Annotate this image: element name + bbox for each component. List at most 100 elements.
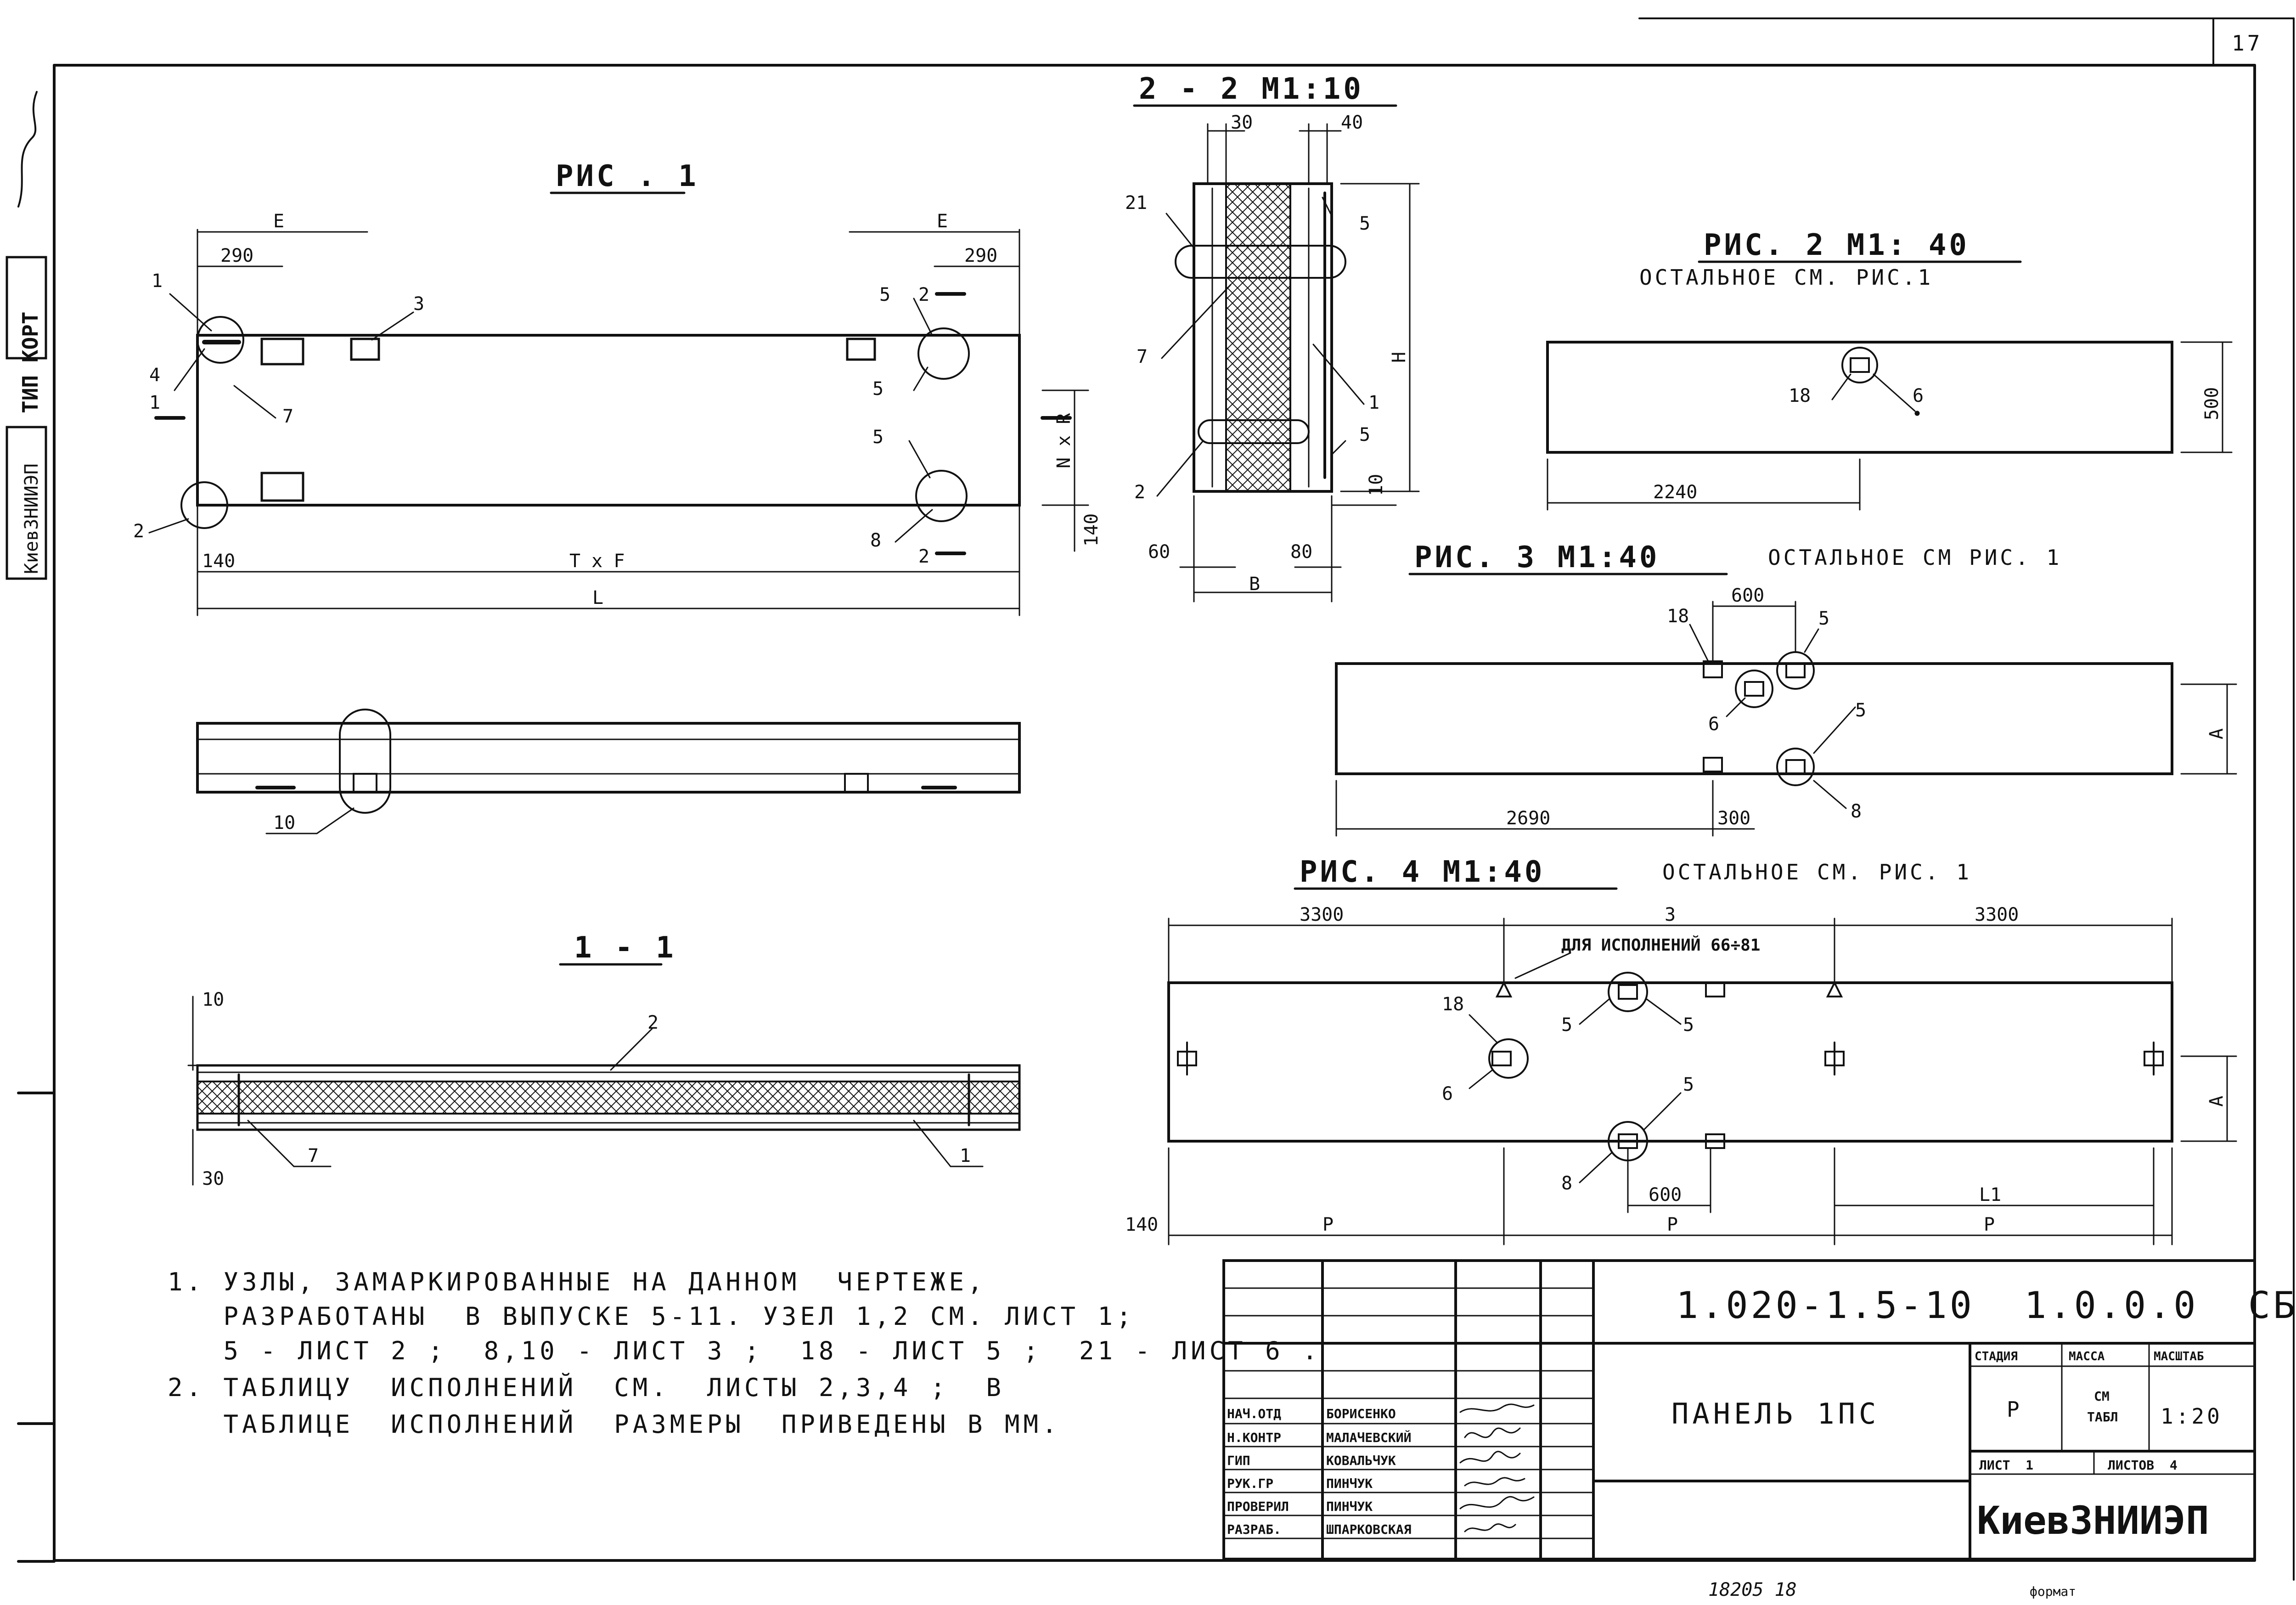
- bottom-mark-right: формат: [2030, 1584, 2076, 1599]
- figure-2-subtitle: ОСТАЛЬНОЕ СМ. РИС.1: [1639, 265, 1933, 290]
- figure-2: РИС. 2 М1: 40 ОСТАЛЬНОЕ СМ. РИС.1 500 22…: [1546, 228, 2233, 511]
- label-4: 4: [149, 365, 160, 386]
- section-2-2-dim-b: В: [1249, 574, 1260, 595]
- dim-nxr: N x R: [1053, 413, 1075, 468]
- figure-4-label-6: 6: [1442, 1083, 1453, 1104]
- figure-4-dim-l1: L1: [1979, 1184, 2001, 1205]
- label-1: 1: [152, 270, 163, 292]
- side-signature: [17, 91, 38, 208]
- section-1-1-dim-top: 10: [202, 989, 224, 1010]
- section-2-2-label-5b: 5: [1359, 424, 1370, 445]
- mass-value-2: ТАБЛ: [2087, 1409, 2118, 1425]
- label-10: 10: [273, 812, 295, 833]
- figure-3-label-5a: 5: [1818, 608, 1829, 629]
- section-mark-2-top: 2: [918, 284, 929, 305]
- figure-4-label-5a: 5: [1561, 1014, 1572, 1036]
- notes: 1. УЗЛЫ, ЗАМАРКИРОВАННЫЕ НА ДАННОМ ЧЕРТЕ…: [168, 1267, 1321, 1439]
- organization: КиевЗНИИЭП: [1977, 1498, 2209, 1543]
- doc-code: 1.020-1.5-10 1.0.0.0 СБ: [1676, 1284, 2296, 1327]
- figure-4-dim-3: 3: [1665, 904, 1676, 925]
- figure-3-dim-a: А: [2206, 728, 2227, 739]
- figure-4-dim-600: 600: [1649, 1184, 1682, 1205]
- note-line-5: ТАБЛИЦЕ ИСПОЛНЕНИЙ РАЗМЕРЫ ПРИВЕДЕНЫ В М…: [168, 1410, 1061, 1439]
- section-2-2-dim-80: 80: [1290, 541, 1312, 563]
- figure-4-note: ДЛЯ ИСПОЛНЕНИЙ 66÷81: [1561, 935, 1760, 955]
- section-2-2-dim-40: 40: [1341, 112, 1363, 133]
- figure-4-label-8: 8: [1561, 1173, 1572, 1194]
- figure-4-subtitle: ОСТАЛЬНОЕ СМ. РИС. 1: [1662, 860, 1972, 884]
- section-1-1-label-7: 7: [308, 1145, 319, 1166]
- figure-3-label-5b: 5: [1855, 700, 1866, 721]
- dim-txf: T x F: [569, 551, 625, 572]
- figure-2-title: РИС. 2 М1: 40: [1704, 228, 1970, 262]
- dim-e-right: Е: [937, 211, 948, 232]
- bottom-mark-left: 18205 18: [1708, 1579, 1797, 1600]
- sig-role-6: РАЗРАБ.: [1227, 1522, 1281, 1537]
- label-3: 3: [413, 293, 424, 315]
- label-2: 2: [133, 521, 144, 542]
- sig-role-1: НАЧ.ОТД: [1227, 1406, 1281, 1421]
- label-5a: 5: [879, 284, 890, 305]
- section-1-1-title: 1 - 1: [574, 931, 676, 965]
- dim-140-right: 140: [1081, 513, 1102, 546]
- scale-header: МАСШТАБ: [2154, 1350, 2204, 1363]
- figure-2-dim-500: 500: [2201, 387, 2223, 420]
- figure-4-dim-p3: Р: [1984, 1214, 1995, 1235]
- figure-4-label-5c: 5: [1683, 1074, 1694, 1095]
- side-stamp-type: ТИП КОРТ: [18, 311, 43, 413]
- sig-role-4: РУК.ГР: [1227, 1476, 1273, 1491]
- section-2-2-label-5a: 5: [1359, 213, 1370, 234]
- section-1-1-label-1: 1: [960, 1145, 971, 1166]
- section-1-1: 1 - 1 10 30 2 7 1: [187, 931, 1021, 1189]
- note-line-2: РАЗРАБОТАНЫ В ВЫПУСКЕ 5-11. УЗЕЛ 1,2 СМ.…: [168, 1302, 1135, 1331]
- figure-3: РИС. 3 М1:40 ОСТАЛЬНОЕ СМ РИС. 1 600 269…: [1335, 541, 2237, 837]
- dim-e-left: Е: [273, 211, 284, 232]
- scale-value: 1:20: [2161, 1404, 2223, 1429]
- mass-header: МАССА: [2069, 1350, 2105, 1363]
- side-stamp-org: КиевЗНИИЭП: [21, 463, 42, 574]
- note-line-4: 2. ТАБЛИЦУ ИСПОЛНЕНИЙ СМ. ЛИСТЫ 2,3,4 ; …: [168, 1373, 1005, 1402]
- figure-4-dim-a: А: [2206, 1096, 2227, 1107]
- section-2-2-label-1: 1: [1368, 392, 1379, 413]
- section-2-2-title: 2 - 2 М1:10: [1139, 72, 1364, 106]
- figure-1-title: РИС . 1: [556, 159, 699, 193]
- label-5c: 5: [872, 427, 884, 448]
- panel-plan: [196, 334, 1021, 507]
- figure-4-label-5b: 5: [1683, 1014, 1694, 1036]
- figure-4: РИС. 4 М1:40 ОСТАЛЬНОЕ СМ. РИС. 1: [1125, 855, 2237, 1245]
- section-1-1-label-2: 2: [647, 1012, 658, 1033]
- figure-3-label-18: 18: [1667, 606, 1689, 627]
- sig-name-1: БОРИСЕНКО: [1326, 1406, 1396, 1421]
- figure-4-dim-140: 140: [1125, 1214, 1158, 1235]
- title-block: 1.020-1.5-10 1.0.0.0 СБ ПАНЕЛЬ 1ПС СТАДИ…: [1222, 1259, 2296, 1560]
- figure-3-label-6: 6: [1708, 714, 1719, 735]
- section-2-2-label-21: 21: [1125, 192, 1147, 214]
- sig-name-5: ПИНЧУК: [1326, 1499, 1373, 1514]
- section-2-2: 2 - 2 М1:10 30 40 Н 10: [1125, 72, 1420, 603]
- note-line-3: 5 - ЛИСТ 2 ; 8,10 - ЛИСТ 3 ; 18 - ЛИСТ 5…: [168, 1336, 1321, 1365]
- sig-name-2: МАЛАЧЕВСКИЙ: [1326, 1430, 1411, 1445]
- figure-4-dim-p2: Р: [1667, 1214, 1678, 1235]
- figure-4-label-18: 18: [1442, 994, 1464, 1015]
- sheet-number: 17: [2232, 31, 2262, 56]
- figure-4-dim-3300a: 3300: [1300, 904, 1344, 925]
- figure-4-dim-p1: Р: [1322, 1214, 1334, 1235]
- section-2-2-dim-30: 30: [1231, 112, 1253, 133]
- sig-role-2: Н.КОНТР: [1227, 1430, 1281, 1445]
- figure-3-label-8: 8: [1851, 801, 1862, 822]
- section-mark-1: 1: [149, 392, 160, 413]
- section-2-2-label-7: 7: [1137, 346, 1148, 367]
- sig-name-6: ШПАРКОВСКАЯ: [1326, 1522, 1411, 1537]
- stage-value: Р: [2007, 1397, 2022, 1422]
- figure-3-title: РИС. 3 М1:40: [1414, 541, 1660, 574]
- section-1-1-dim-bottom: 30: [202, 1168, 224, 1189]
- section-2-2-dim-h: Н: [1389, 352, 1410, 363]
- figure-3-subtitle: ОСТАЛЬНОЕ СМ РИС. 1: [1768, 545, 2062, 570]
- label-5b: 5: [872, 378, 884, 400]
- sig-name-4: ПИНЧУК: [1326, 1476, 1373, 1491]
- section-2-2-dim-10: 10: [1366, 474, 1387, 496]
- figure-3-dim-600: 600: [1731, 585, 1764, 606]
- sheets-label: ЛИСТОВ 4: [2108, 1458, 2178, 1473]
- label-8: 8: [870, 530, 881, 551]
